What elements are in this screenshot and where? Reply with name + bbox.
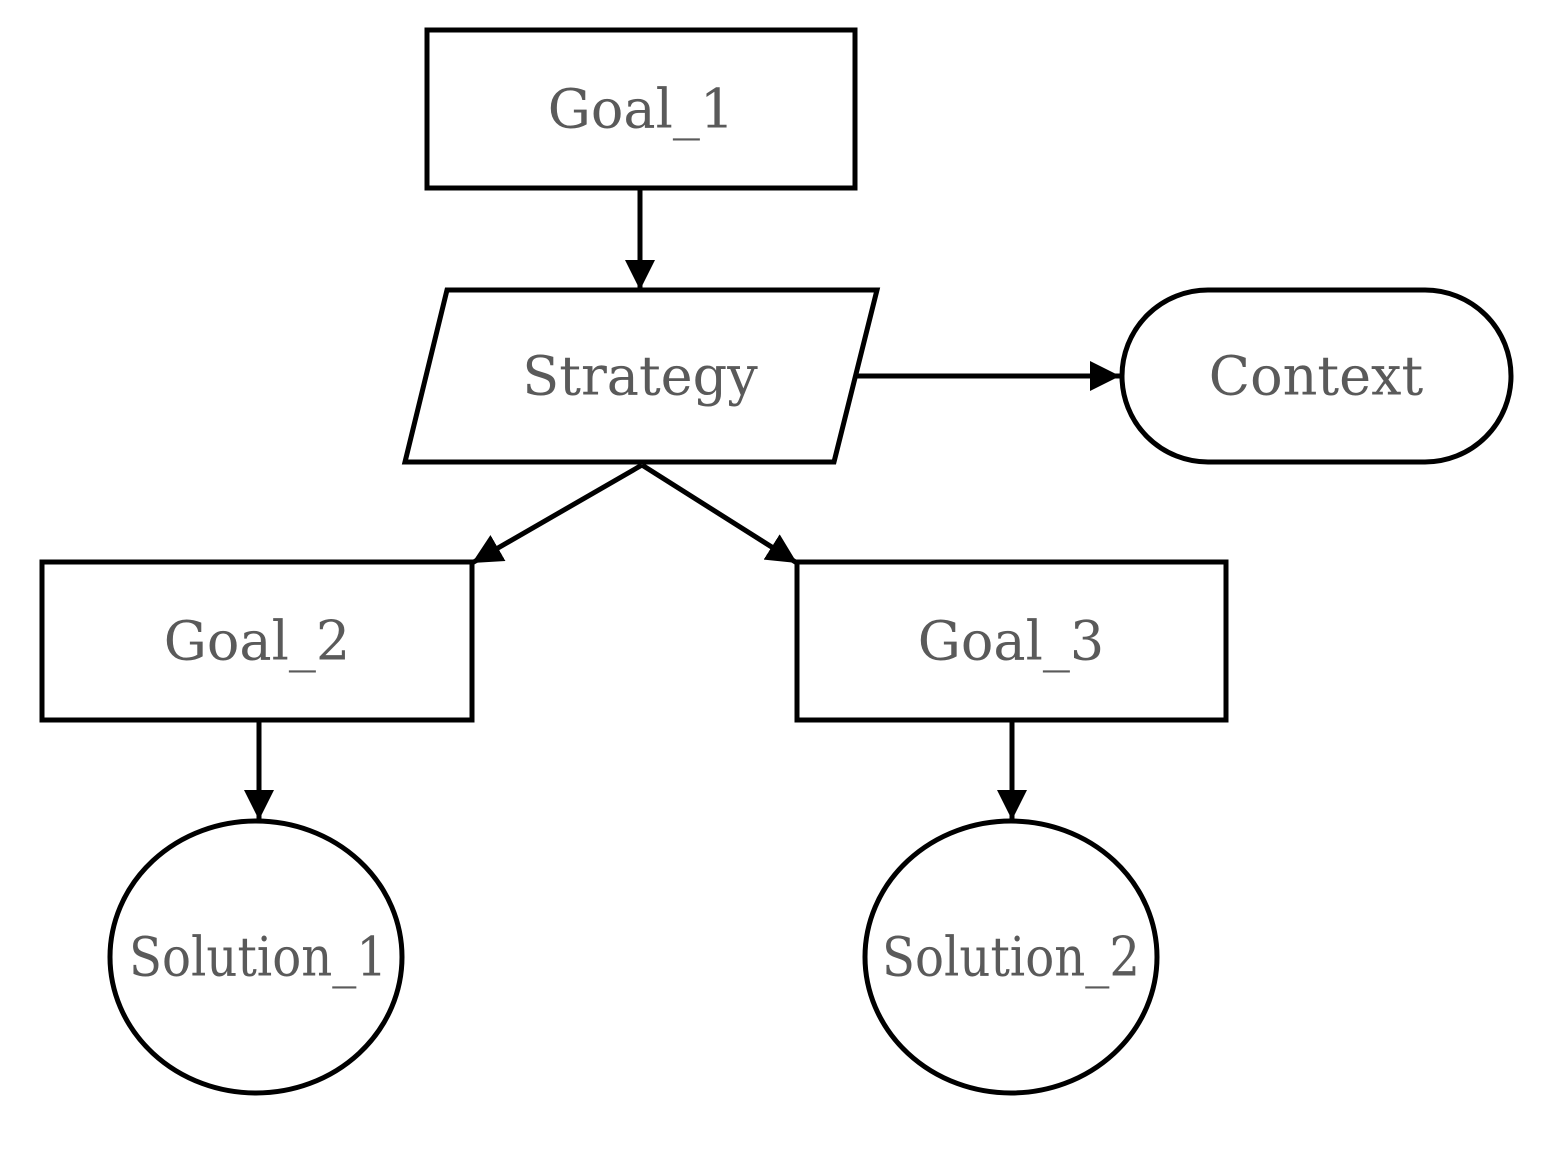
solution-2-label: Solution_2 (882, 926, 1140, 989)
context-label: Context (1209, 345, 1424, 408)
node-goal-2: Goal_2 (39, 559, 475, 723)
edges (244, 190, 1120, 820)
strategy-parallelogram (401, 287, 881, 465)
node-context: Context (1119, 287, 1514, 465)
goal-1-label: Goal_1 (548, 78, 734, 141)
node-goal-1: Goal_1 (424, 27, 858, 191)
node-solution-1: Solution_1 (107, 818, 405, 1096)
solution-2-circle (862, 818, 1160, 1096)
goal-3-box (794, 559, 1229, 723)
goal-2-box (39, 559, 475, 723)
solution-1-circle (107, 818, 405, 1096)
edge-strategy-to-goal-3 (640, 462, 799, 566)
goal-3-label: Goal_3 (918, 610, 1104, 673)
goal-2-label: Goal_2 (164, 610, 350, 673)
solution-1-label: Solution_1 (129, 926, 387, 989)
goal-1-box (424, 27, 858, 191)
context-rounded-box (1119, 287, 1514, 465)
node-solution-2: Solution_2 (862, 818, 1160, 1096)
node-goal-3: Goal_3 (794, 559, 1229, 723)
edge-strategy-to-goal-2 (470, 462, 644, 566)
node-strategy: Strategy (401, 287, 881, 465)
strategy-label: Strategy (522, 345, 758, 408)
